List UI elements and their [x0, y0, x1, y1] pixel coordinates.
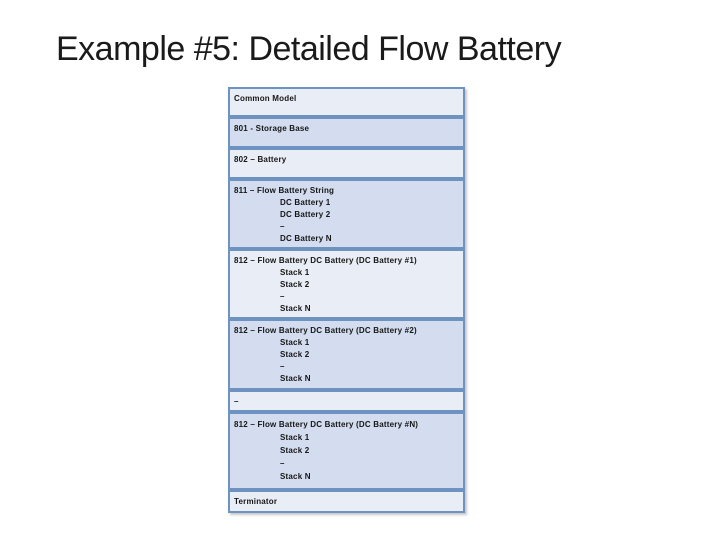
box-item: Stack N [280, 374, 311, 383]
box-802-battery: 802 – Battery [228, 148, 465, 179]
box-title: 802 – Battery [234, 155, 287, 164]
box-item: Stack 2 [280, 446, 310, 455]
box-item: Stack N [280, 304, 311, 313]
box-title: Common Model [234, 94, 297, 103]
box-ellipsis: – [228, 390, 465, 412]
box-item: DC Battery N [280, 234, 332, 243]
box-801-storage-base: 801 - Storage Base [228, 117, 465, 148]
box-item-ellipsis: – [280, 292, 285, 301]
box-item-ellipsis: – [280, 222, 285, 231]
box-title: 812 – Flow Battery DC Battery (DC Batter… [234, 326, 417, 335]
box-title: 811 – Flow Battery String [234, 186, 335, 195]
slide-title: Example #5: Detailed Flow Battery [56, 30, 562, 68]
box-item: Stack 1 [280, 268, 310, 277]
box-item: DC Battery 1 [280, 198, 331, 207]
box-item: DC Battery 2 [280, 210, 331, 219]
box-item-ellipsis: – [280, 459, 285, 468]
box-title: 812 – Flow Battery DC Battery (DC Batter… [234, 420, 419, 429]
box-title: 812 – Flow Battery DC Battery (DC Batter… [234, 256, 417, 265]
box-812-dc-battery-1: 812 – Flow Battery DC Battery (DC Batter… [228, 249, 465, 319]
model-stack: Common Model 801 - Storage Base 802 – Ba… [228, 87, 465, 513]
box-812-dc-battery-2: 812 – Flow Battery DC Battery (DC Batter… [228, 319, 465, 390]
box-terminator: Terminator [228, 490, 465, 513]
box-812-dc-battery-n: 812 – Flow Battery DC Battery (DC Batter… [228, 412, 465, 490]
box-item: Stack 2 [280, 280, 310, 289]
box-item-ellipsis: – [280, 362, 285, 371]
box-item: Stack 1 [280, 433, 310, 442]
box-item: Stack 2 [280, 350, 310, 359]
box-title: Terminator [234, 497, 278, 506]
box-title: – [234, 397, 239, 406]
box-811-flow-battery-string: 811 – Flow Battery String DC Battery 1 D… [228, 179, 465, 249]
box-item: Stack N [280, 472, 311, 481]
box-title: 801 - Storage Base [234, 124, 310, 133]
box-common-model: Common Model [228, 87, 465, 117]
box-item: Stack 1 [280, 338, 310, 347]
